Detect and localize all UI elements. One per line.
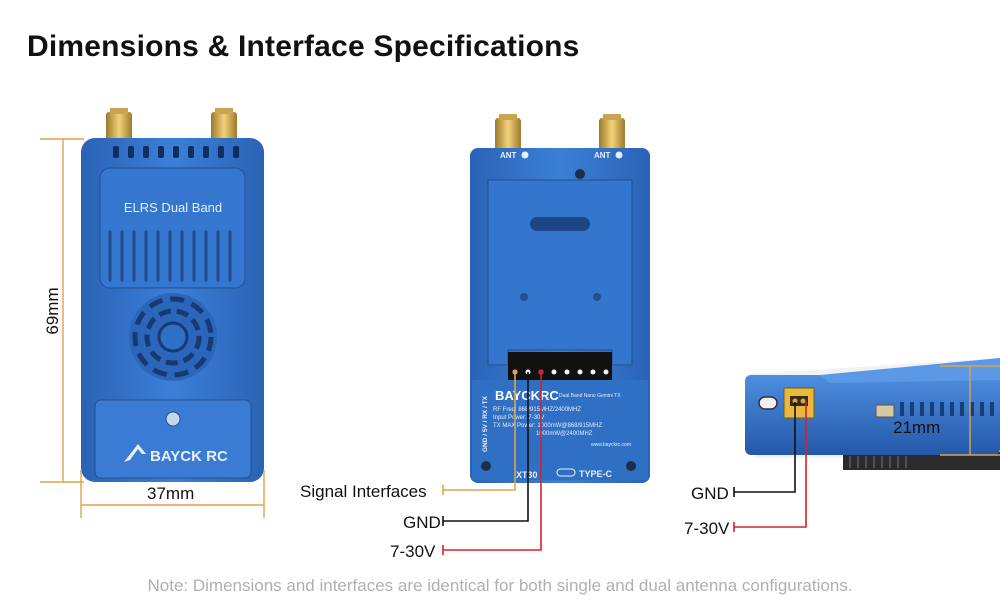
svg-text:GND / 5V / RX / TX: GND / 5V / RX / TX — [482, 395, 489, 452]
svg-text:XT30: XT30 — [516, 470, 538, 480]
xt30-connector-icon — [783, 387, 815, 419]
side-gnd-label: GND — [691, 484, 729, 503]
front-brand: BAYCK RC — [150, 448, 228, 465]
height-dimension: 69mm — [43, 287, 62, 334]
side-dim-lines — [940, 365, 1000, 456]
back-callout-lines — [442, 372, 542, 555]
svg-text:TX MAX Power: 1000mW@868/915MH: TX MAX Power: 1000mW@868/915MHZ — [493, 423, 602, 429]
antenna-right-icon — [211, 108, 237, 140]
svg-text:ANT: ANT — [594, 151, 611, 160]
svg-text:www.bayckrc.com: www.bayckrc.com — [591, 442, 631, 448]
back-gnd-label: GND — [403, 513, 441, 532]
footnote: Note: Dimensions and interfaces are iden… — [147, 576, 853, 595]
side-device — [745, 358, 1000, 470]
fan-icon — [129, 293, 217, 381]
svg-text:RF Freq: 868/915MHZ/2400MHZ: RF Freq: 868/915MHZ/2400MHZ — [493, 407, 581, 413]
side-power-label: 7-30V — [684, 519, 730, 538]
side-callout-lines — [733, 402, 807, 532]
signal-interfaces-label: Signal Interfaces — [300, 482, 427, 501]
bayckrc-logo-icon — [124, 444, 146, 462]
device-front-label: ELRS Dual Band — [124, 200, 222, 215]
front-dim-lines — [40, 138, 265, 518]
usb-c-port-icon — [758, 396, 778, 410]
thickness-dimension: 21mm — [893, 418, 941, 437]
front-device: ELRS Dual Band BAYCK RC — [81, 108, 264, 482]
svg-text:Input Power: 7-30V: Input Power: 7-30V — [493, 415, 544, 421]
antenna-2-icon — [599, 114, 625, 150]
back-device: ANT ANT BAYCKRC Dual Band Nano Gemini TX… — [470, 114, 650, 483]
page-title: Dimensions & Interface Specifications — [27, 30, 580, 63]
antenna-left-icon — [106, 108, 132, 140]
svg-text:TYPE-C: TYPE-C — [579, 469, 613, 479]
width-dimension: 37mm — [147, 484, 195, 503]
antenna-1-icon — [495, 114, 521, 150]
svg-text:1000mW@2400MHZ: 1000mW@2400MHZ — [536, 431, 593, 437]
svg-text:ANT: ANT — [500, 151, 517, 160]
svg-text:Dual Band Nano Gemini TX: Dual Band Nano Gemini TX — [559, 393, 621, 399]
back-power-label: 7-30V — [390, 542, 436, 561]
